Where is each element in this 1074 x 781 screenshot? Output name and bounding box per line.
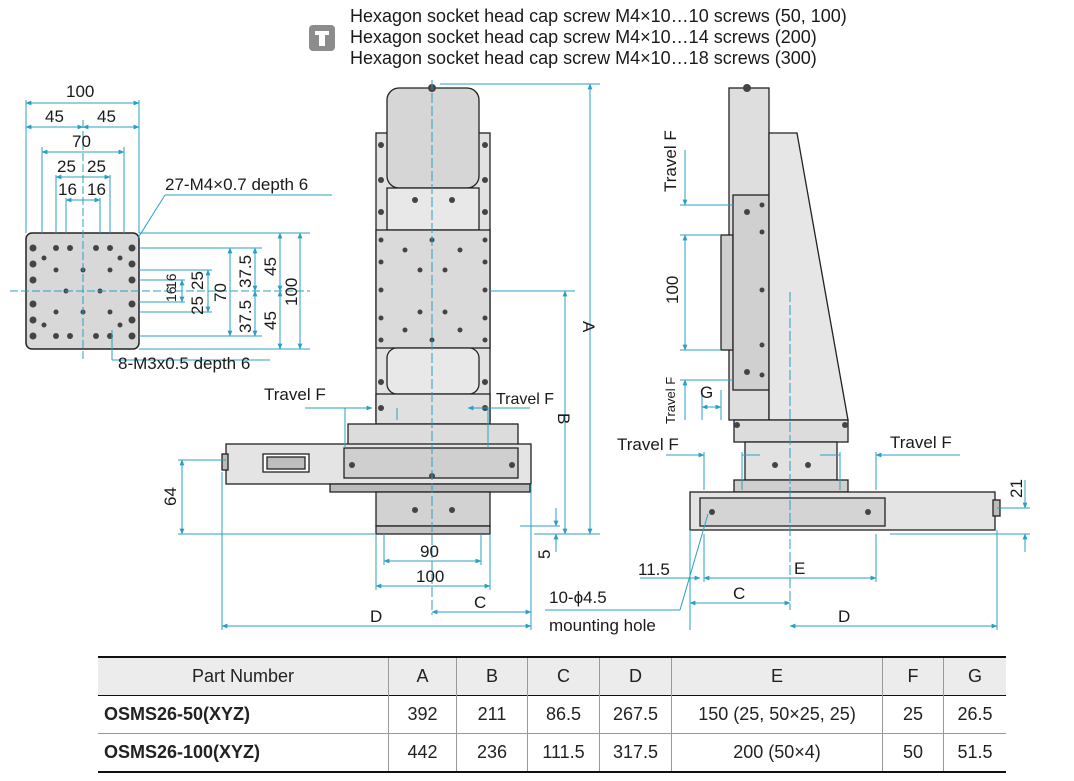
front-stage-body — [221, 87, 532, 535]
dim-label-21: 21 — [1007, 479, 1026, 498]
column-header: E — [671, 656, 883, 696]
front-view-dimensions — [178, 80, 600, 630]
dim-label-D: D — [838, 607, 850, 626]
callout-mounting: mounting hole — [549, 616, 656, 635]
front-view-labels: Travel F Travel F A B 64 5 90 100 C D — [161, 321, 598, 626]
column-header: F — [882, 656, 944, 696]
dim-label: 100 — [66, 82, 94, 101]
top-plate-holes — [29, 244, 136, 340]
callout-mounting: 10-ϕ4.5 — [549, 588, 607, 607]
column-header: Part Number — [98, 656, 389, 696]
dim-label: 16 — [163, 273, 179, 289]
dim-label: 37.5 — [236, 255, 255, 288]
part-number-cell: OSMS26-100(XYZ) — [98, 733, 389, 773]
dim-label: 25 — [87, 157, 106, 176]
callout-tapped-holes: 8-M3x0.5 depth 6 — [118, 354, 250, 373]
dim-label-E: E — [794, 559, 805, 578]
dim-label-5: 5 — [535, 550, 554, 559]
dim-label: 16 — [87, 180, 106, 199]
side-view-dimensions — [545, 150, 1030, 630]
top-view: 100 45 45 70 25 25 16 16 16 16 25 25 70 … — [10, 82, 332, 373]
travel-label: Travel F — [496, 391, 554, 408]
side-stage-body — [689, 87, 1001, 531]
table-cell: 317.5 — [599, 733, 672, 773]
front-stage-screws — [349, 84, 515, 513]
dim-label: 25 — [188, 296, 207, 315]
note-line: Hexagon socket head cap screw M4×10…10 s… — [350, 6, 847, 26]
technical-drawing: 100 45 45 70 25 25 16 16 16 16 25 25 70 … — [10, 80, 1030, 635]
callout-tapped-holes: 27-M4×0.7 depth 6 — [165, 175, 308, 194]
travel-label: Travel F — [264, 385, 326, 404]
column-header: G — [943, 656, 1006, 696]
dim-label-A: A — [579, 321, 598, 333]
screw-icon — [309, 25, 335, 51]
column-header: B — [456, 656, 528, 696]
top-view-labels: 100 45 45 70 25 25 16 16 16 16 25 25 70 … — [45, 82, 308, 373]
dim-label-90: 90 — [420, 542, 439, 561]
note-line: Hexagon socket head cap screw M4×10…18 s… — [350, 48, 817, 68]
dim-label: 45 — [261, 257, 280, 276]
screw-note: Hexagon socket head cap screw M4×10…10 s… — [350, 6, 847, 69]
travel-label: Travel F — [663, 377, 678, 424]
dim-label: 70 — [72, 132, 91, 151]
dim-label-11-5: 11.5 — [638, 560, 670, 579]
dim-label-C: C — [474, 593, 486, 612]
table-cell: 200 (50×4) — [671, 733, 883, 773]
table-cell: 236 — [456, 733, 528, 773]
dim-label-64: 64 — [161, 487, 180, 506]
table-cell: 267.5 — [599, 695, 672, 734]
dim-label: 16 — [163, 286, 179, 302]
dim-label-B: B — [554, 413, 573, 424]
dim-label: 25 — [188, 271, 207, 290]
side-view: Travel F 100 Travel F G Travel F Travel … — [545, 84, 1030, 635]
table-cell: 51.5 — [943, 733, 1006, 773]
column-header: C — [527, 656, 600, 696]
column-header: A — [388, 656, 457, 696]
dim-label: 16 — [58, 180, 77, 199]
table-cell: 25 — [882, 695, 944, 734]
table-cell: 50 — [882, 733, 944, 773]
dim-label: 45 — [45, 107, 64, 126]
table-cell: 211 — [456, 695, 528, 734]
table-cell: 442 — [388, 733, 457, 773]
spec-table: Part Number A B C D E F G OSMS26-50(XYZ)… — [98, 656, 1006, 773]
dim-label: 25 — [57, 157, 76, 176]
dim-label-100: 100 — [663, 276, 682, 304]
top-view-dimensions — [10, 100, 332, 361]
table-header-row: Part Number A B C D E F G — [98, 656, 1006, 696]
part-number-cell: OSMS26-50(XYZ) — [98, 695, 389, 734]
dim-label-G: G — [700, 383, 713, 402]
front-view: Travel F Travel F A B 64 5 90 100 C D — [161, 80, 600, 630]
travel-label: Travel F — [661, 130, 680, 192]
dim-label: 100 — [282, 278, 301, 306]
table-cell: 150 (25, 50×25, 25) — [671, 695, 883, 734]
dim-label-100: 100 — [416, 567, 444, 586]
dim-label: 45 — [261, 311, 280, 330]
dim-label: 70 — [211, 283, 230, 302]
travel-label: Travel F — [890, 433, 952, 452]
dim-label: 37.5 — [236, 300, 255, 333]
side-stage-screws — [709, 84, 871, 515]
table-cell: 26.5 — [943, 695, 1006, 734]
dim-label: 45 — [97, 107, 116, 126]
table-row: OSMS26-50(XYZ) 392 211 86.5 267.5 150 (2… — [98, 695, 1006, 734]
side-view-labels: Travel F 100 Travel F G Travel F Travel … — [549, 130, 1026, 635]
table-row: OSMS26-100(XYZ) 442 236 111.5 317.5 200 … — [98, 733, 1006, 773]
table-cell: 392 — [388, 695, 457, 734]
column-header: D — [599, 656, 672, 696]
table-cell: 111.5 — [527, 733, 600, 773]
table-cell: 86.5 — [527, 695, 600, 734]
travel-label: Travel F — [617, 435, 679, 454]
note-line: Hexagon socket head cap screw M4×10…14 s… — [350, 27, 817, 47]
dim-label-D: D — [370, 607, 382, 626]
dim-label-C: C — [733, 584, 745, 603]
